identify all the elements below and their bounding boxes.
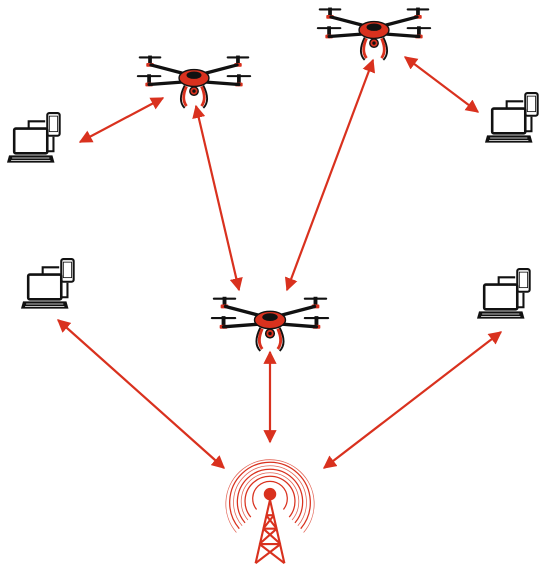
- link-drone-top-right-to-drone-center: [284, 58, 376, 292]
- device-top-right-laptop-and-phone-icon: [483, 91, 539, 144]
- device-mid-right-laptop-and-phone-icon: [475, 267, 531, 320]
- drone-top-right-quadcopter-drone-icon: [316, 5, 432, 62]
- link-drone-top-left-to-drone-center: [192, 104, 243, 292]
- link-device-mid-right-to-tower-base: [322, 331, 503, 469]
- tower-base-radio-tower-icon: [224, 458, 316, 565]
- link-drone-top-right-to-device-top-right: [403, 56, 480, 113]
- link-device-mid-left-to-tower-base: [57, 319, 225, 469]
- drone-center-quadcopter-drone-icon: [210, 295, 330, 353]
- device-mid-left-laptop-and-phone-icon: [19, 257, 75, 310]
- links-layer: [57, 56, 503, 469]
- device-top-left-laptop-and-phone-icon: [5, 111, 61, 164]
- nodes-layer: [5, 5, 539, 565]
- link-device-top-left-to-drone-top-left: [78, 97, 165, 143]
- drone-top-left-quadcopter-drone-icon: [136, 53, 252, 110]
